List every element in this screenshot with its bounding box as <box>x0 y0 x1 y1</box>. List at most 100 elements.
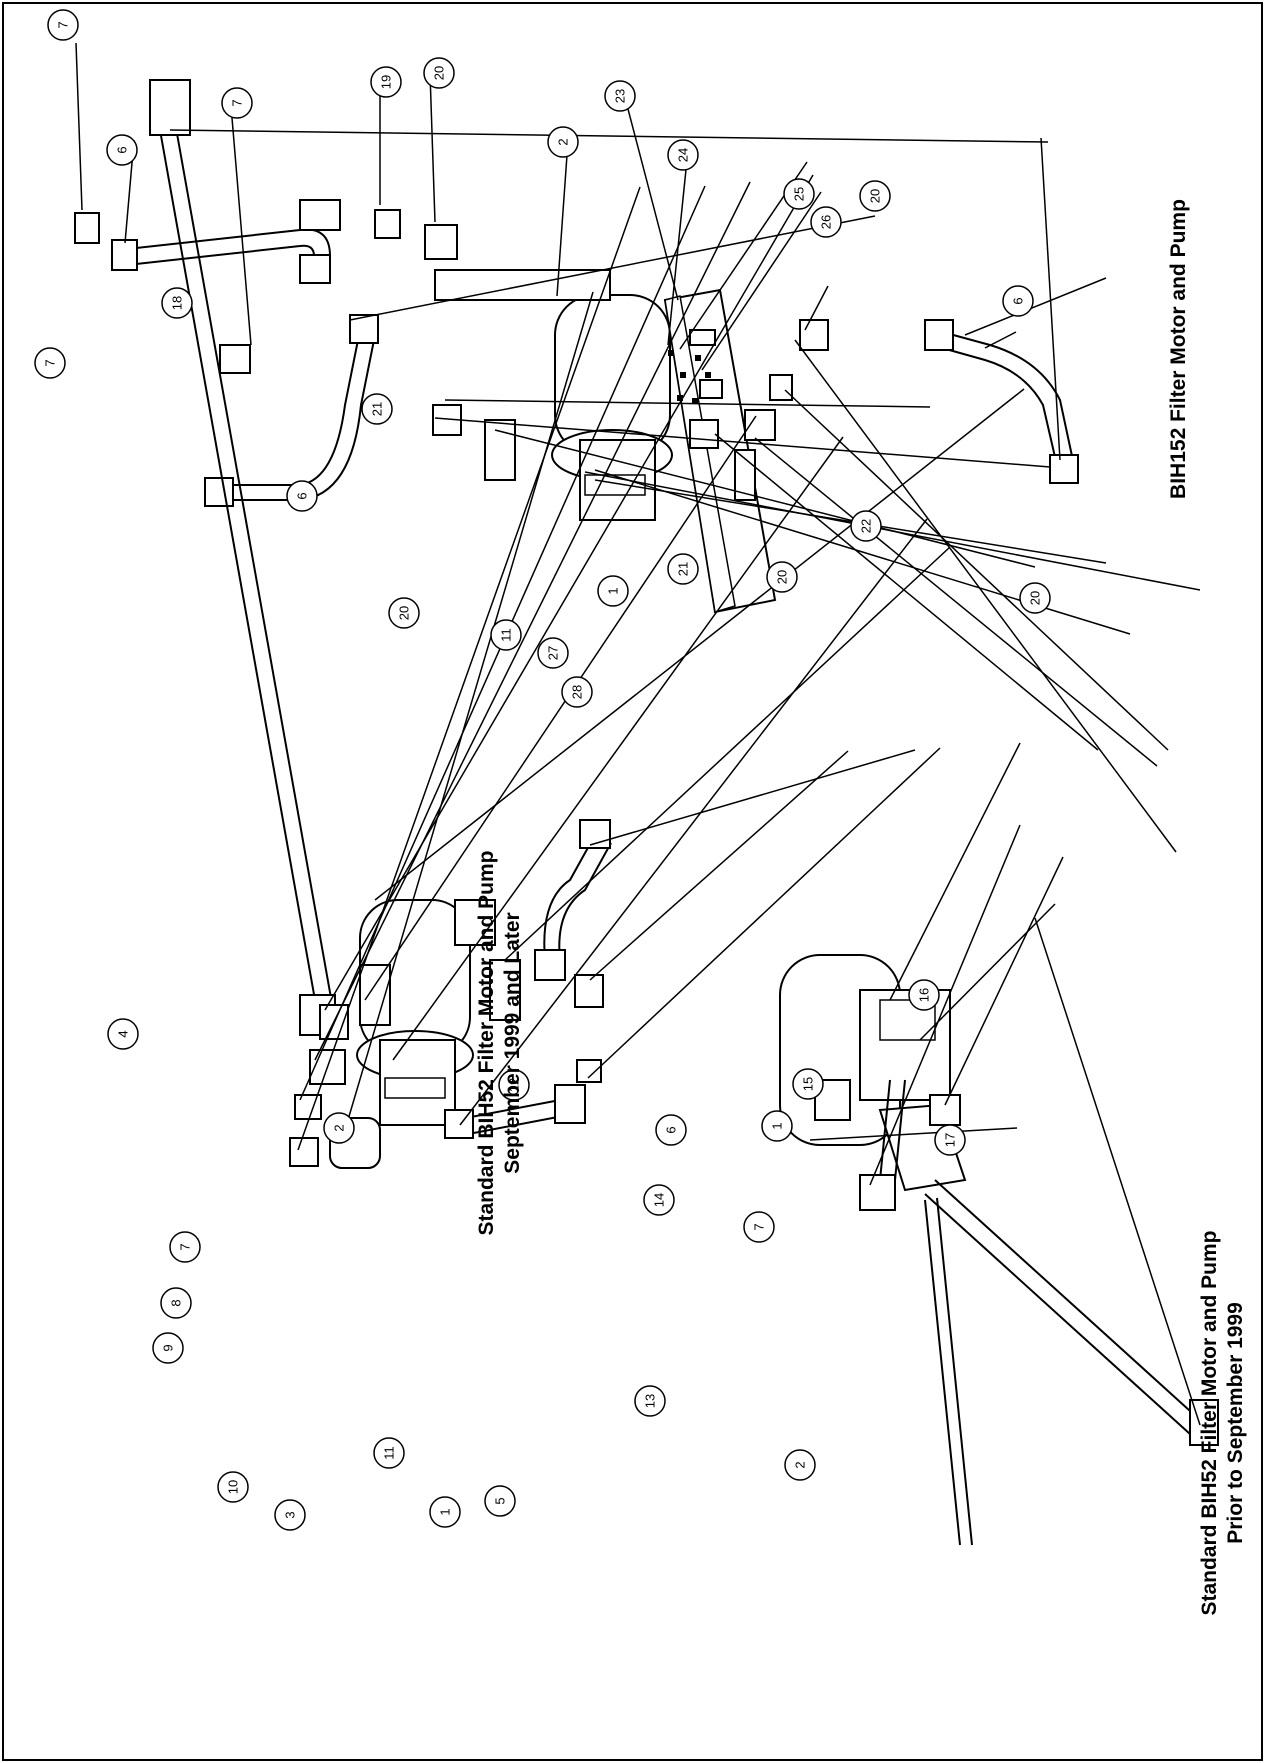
callout-bih152-20c: 20 <box>766 561 798 593</box>
callout-later-7: 7 <box>169 1231 201 1263</box>
title-bih152: BIH152 Filter Motor and Pump <box>1166 179 1194 519</box>
svg-text:19: 19 <box>379 75 394 89</box>
svg-text:6: 6 <box>1011 297 1026 304</box>
svg-text:6: 6 <box>664 1126 679 1133</box>
callout-later-11: 11 <box>373 1437 405 1469</box>
callout-later-1: 1 <box>429 1496 461 1528</box>
standard-later-callouts: 4 2 12 6 14 7 8 9 10 3 11 1 5 13 <box>107 1018 687 1531</box>
svg-text:22: 22 <box>859 519 874 533</box>
svg-text:21: 21 <box>676 562 691 576</box>
svg-text:1: 1 <box>606 587 621 594</box>
title-standard-later-line1: Standard BIH52 Filter Motor and Pump <box>475 850 498 1236</box>
callout-bih152-7a: 7 <box>47 9 79 41</box>
svg-text:17: 17 <box>943 1133 958 1147</box>
svg-text:6: 6 <box>115 146 130 153</box>
callout-bih152-2: 2 <box>547 126 579 158</box>
svg-text:25: 25 <box>792 187 807 201</box>
bih152-nipple-21b <box>689 419 719 449</box>
bih152-hose-lower <box>924 319 1079 484</box>
svg-text:2: 2 <box>793 1461 808 1468</box>
callout-bih152-25: 25 <box>783 178 815 210</box>
callout-later-13: 13 <box>634 1385 666 1417</box>
callout-prior-15: 15 <box>792 1068 824 1100</box>
svg-text:28: 28 <box>570 685 585 699</box>
svg-text:20: 20 <box>432 66 447 80</box>
svg-text:3: 3 <box>283 1511 298 1518</box>
svg-text:20: 20 <box>397 606 412 620</box>
svg-text:11: 11 <box>499 628 514 642</box>
callout-bih152-20a: 20 <box>423 57 455 89</box>
callout-bih152-27: 27 <box>537 637 569 669</box>
bih152-pipe-21a <box>434 269 611 301</box>
callout-later-4: 4 <box>107 1018 139 1050</box>
svg-text:12: 12 <box>507 1078 522 1092</box>
svg-text:21: 21 <box>370 402 385 416</box>
callout-bih152-22: 22 <box>850 510 882 542</box>
callout-bih152-20e: 20 <box>1019 582 1051 614</box>
standard-later-elbow-14 <box>574 974 604 1008</box>
callout-bih152-20b: 20 <box>388 597 420 629</box>
bih152-adapter-22 <box>769 374 793 401</box>
title-standard-prior-line1: Standard BIH52 Filter Motor and Pump <box>1198 1230 1221 1616</box>
bih152-hose-upper-right <box>111 228 331 284</box>
callout-prior-16: 16 <box>908 979 940 1011</box>
standard-later-bushing-13 <box>576 1059 602 1083</box>
bih152-nuts-25-26 <box>668 350 711 404</box>
bih152-callouts: 7 6 7 19 20 2 23 24 25 26 20 6 7 18 6 21… <box>34 9 1051 708</box>
standard-later-nipple-9 <box>294 1094 322 1120</box>
callout-bih152-18: 18 <box>161 287 193 319</box>
svg-text:23: 23 <box>613 89 628 103</box>
svg-text:26: 26 <box>819 215 834 229</box>
callout-bih152-7c: 7 <box>34 347 66 379</box>
standard-prior-motor <box>779 954 967 1192</box>
callout-prior-2: 2 <box>784 1449 816 1481</box>
callout-bih152-19: 19 <box>370 66 402 98</box>
title-standard-later: Standard BIH52 Filter Motor and Pump Sep… <box>474 838 530 1248</box>
callout-prior-1: 1 <box>761 1110 793 1142</box>
callout-bih152-26: 26 <box>810 206 842 238</box>
svg-text:27: 27 <box>546 646 561 660</box>
callout-bih152-7b: 7 <box>221 87 253 119</box>
svg-text:20: 20 <box>775 570 790 584</box>
callout-later-10: 10 <box>217 1471 249 1503</box>
svg-text:24: 24 <box>676 148 691 162</box>
svg-text:6: 6 <box>295 492 310 499</box>
standard-later-hose-6 <box>534 819 612 981</box>
title-bih152-text: BIH152 Filter Motor and Pump <box>1167 199 1190 499</box>
svg-text:11: 11 <box>382 1446 397 1460</box>
standard-prior-callouts: 16 15 1 7 17 2 <box>743 979 966 1481</box>
callout-prior-17: 17 <box>934 1124 966 1156</box>
svg-text:16: 16 <box>917 988 932 1002</box>
callout-later-12: 12 <box>498 1069 530 1101</box>
svg-text:1: 1 <box>770 1122 785 1129</box>
svg-text:9: 9 <box>161 1344 176 1351</box>
callout-bih152-24: 24 <box>667 139 699 171</box>
standard-prior-hose-15 <box>859 1079 906 1211</box>
bih152-elbow-20d <box>799 319 829 351</box>
callout-later-2: 2 <box>323 1112 355 1144</box>
callout-later-5: 5 <box>484 1485 516 1517</box>
bih152-tee-18 <box>299 199 341 231</box>
callout-later-8: 8 <box>160 1287 192 1319</box>
bih152-nipple-19 <box>374 209 401 239</box>
svg-text:18: 18 <box>170 296 185 310</box>
svg-text:7: 7 <box>752 1223 767 1230</box>
callout-later-9: 9 <box>152 1332 184 1364</box>
svg-text:4: 4 <box>116 1030 131 1037</box>
standard-prior-bracket-17 <box>929 1094 961 1126</box>
svg-text:7: 7 <box>56 21 71 28</box>
bih152-hose-upper-left <box>204 314 379 507</box>
leader-lines <box>75 42 1201 1426</box>
svg-text:8: 8 <box>169 1299 184 1306</box>
callout-bih152-6b: 6 <box>286 480 318 512</box>
callout-later-3: 3 <box>274 1499 306 1531</box>
svg-text:13: 13 <box>643 1394 658 1408</box>
svg-text:20: 20 <box>1028 591 1043 605</box>
callout-bih152-6a: 6 <box>106 134 138 166</box>
svg-text:10: 10 <box>226 1480 241 1494</box>
title-standard-later-line2: September 1999 and Later <box>501 912 524 1174</box>
title-standard-prior-line2: Prior to September 1999 <box>1224 1302 1247 1544</box>
standard-prior-hose-16 <box>924 1179 1219 1546</box>
